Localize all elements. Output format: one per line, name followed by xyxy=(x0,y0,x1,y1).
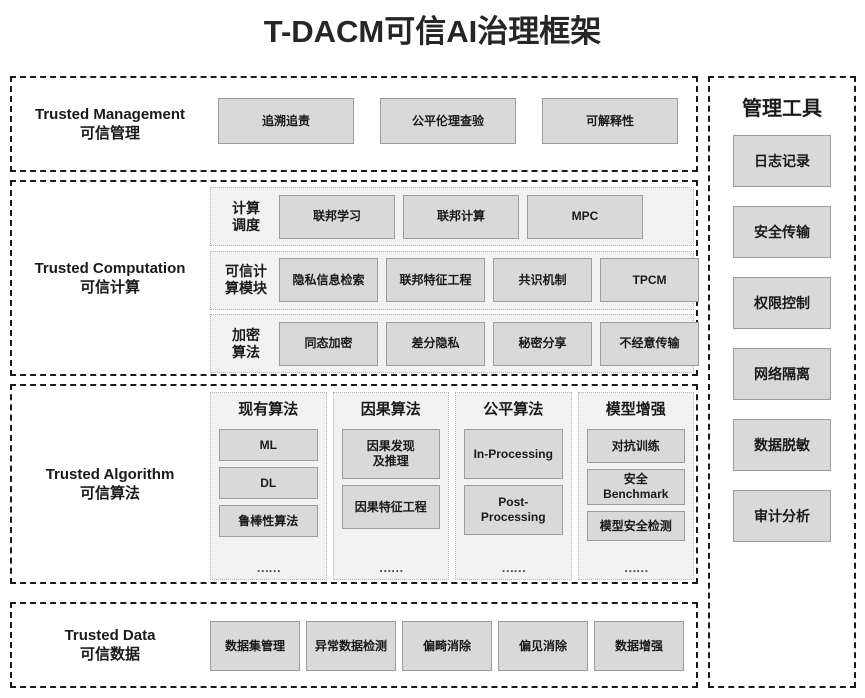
section-label-en: Trusted Algorithm xyxy=(45,465,175,483)
page-title: T-DACM可信AI治理框架 xyxy=(263,14,602,49)
section-label-en: Trusted Management xyxy=(34,105,186,123)
algorithm-column-existing: 现有算法 ML DL 鲁棒性算法 …… xyxy=(210,392,327,580)
algorithm-column-fairness: 公平算法 In-Processing Post-Processing …… xyxy=(455,392,572,580)
section-label-cn: 可信算法 xyxy=(79,484,140,502)
module-chip-group: 隐私信息检索 联邦特征工程 共识机制 TPCM xyxy=(279,258,699,302)
column-items-fairness: In-Processing Post-Processing xyxy=(464,429,563,535)
chip-line-1: Post-Processing xyxy=(480,495,546,524)
section-label-cn: 可信数据 xyxy=(79,645,140,663)
column-more-fairness: …… xyxy=(501,560,526,575)
section-label-en: Trusted Computation xyxy=(34,259,186,277)
chip-bias-removal[interactable]: 偏见消除 xyxy=(498,621,588,671)
section-label-cn: 可信管理 xyxy=(79,124,140,142)
chip-distortion-removal[interactable]: 偏畸消除 xyxy=(402,621,492,671)
computation-row-scheduling: 计算 调度 联邦学习 联邦计算 MPC xyxy=(210,187,694,246)
section-label-computation: Trusted Computation 可信计算 xyxy=(12,182,208,374)
chip-model-security-detection[interactable]: 模型安全检测 xyxy=(586,511,685,541)
column-header-model-enhancement: 模型增强 xyxy=(605,401,666,418)
computation-rows: 计算 调度 联邦学习 联邦计算 MPC 可信计 算模块 隐私信息检索 联邦特征工… xyxy=(210,187,699,373)
section-trusted-algorithm: Trusted Algorithm 可信算法 现有算法 ML DL 鲁棒性算法 … xyxy=(10,384,698,584)
chip-line-1: 因果发现及推理 xyxy=(366,439,415,468)
section-trusted-data: Trusted Data 可信数据 数据集管理 异常数据检测 偏畸消除 偏见消除… xyxy=(10,602,698,688)
scheduling-chip-group: 联邦学习 联邦计算 MPC xyxy=(279,194,643,239)
chip-post-processing[interactable]: Post-Processing xyxy=(464,485,563,535)
chip-dl[interactable]: DL xyxy=(219,467,318,499)
row-label-scheduling: 计算 调度 xyxy=(232,199,260,233)
tool-secure-transmission[interactable]: 安全传输 xyxy=(733,206,831,258)
section-label-management: Trusted Management 可信管理 xyxy=(12,78,208,170)
chip-causal-discovery-inference[interactable]: 因果发现及推理 xyxy=(341,429,440,479)
chip-in-processing[interactable]: In-Processing xyxy=(464,429,563,479)
column-more-existing: …… xyxy=(256,560,281,575)
row-label-trusted-computing-module: 可信计 算模块 xyxy=(225,263,267,296)
computation-row-cryptography: 加密 算法 同态加密 差分隐私 秘密分享 不经意传输 xyxy=(210,314,699,373)
chip-fairness-ethics-review[interactable]: 公平伦理查验 xyxy=(380,98,516,144)
row-label-encryption-algorithm: 加密 算法 xyxy=(232,326,260,360)
chip-federated-computation[interactable]: 联邦计算 xyxy=(403,194,519,239)
chip-anomaly-data-detection[interactable]: 异常数据检测 xyxy=(306,621,396,671)
section-trusted-management: Trusted Management 可信管理 追溯追责 公平伦理查验 可解释性 xyxy=(10,76,698,172)
chip-data-augmentation[interactable]: 数据增强 xyxy=(594,621,684,671)
column-more-model-enhancement: …… xyxy=(623,560,649,575)
computation-row-module: 可信计 算模块 隐私信息检索 联邦特征工程 共识机制 TPCM xyxy=(210,250,699,310)
column-header-causal: 因果算法 xyxy=(360,401,421,418)
chip-mpc[interactable]: MPC xyxy=(527,194,643,239)
section-label-data: Trusted Data 可信数据 xyxy=(12,604,208,686)
chip-dataset-management[interactable]: 数据集管理 xyxy=(210,621,300,671)
tool-audit-analysis[interactable]: 审计分析 xyxy=(733,490,831,542)
chip-consensus-mechanism[interactable]: 共识机制 xyxy=(493,258,592,302)
column-header-existing: 现有算法 xyxy=(238,401,299,418)
tools-panel-header: 管理工具 xyxy=(742,98,822,120)
tool-network-isolation[interactable]: 网络隔离 xyxy=(733,348,831,400)
cryptography-chip-group: 同态加密 差分隐私 秘密分享 不经意传输 xyxy=(279,321,699,366)
chip-robustness-algorithm[interactable]: 鲁棒性算法 xyxy=(219,505,318,537)
chip-traceability-accountability[interactable]: 追溯追责 xyxy=(218,98,354,144)
section-label-cn: 可信计算 xyxy=(79,278,140,296)
chip-secret-sharing[interactable]: 秘密分享 xyxy=(493,321,592,366)
algorithm-column-causal: 因果算法 因果发现及推理 因果特征工程 …… xyxy=(332,392,449,580)
chip-ml[interactable]: ML xyxy=(219,429,318,461)
chip-causal-feature-engineering[interactable]: 因果特征工程 xyxy=(341,485,440,529)
data-chip-group: 数据集管理 异常数据检测 偏畸消除 偏见消除 数据增强 xyxy=(210,621,684,671)
column-items-causal: 因果发现及推理 因果特征工程 xyxy=(341,429,440,529)
tools-list: 日志记录 安全传输 权限控制 网络隔离 数据脱敏 审计分析 xyxy=(710,135,854,542)
chip-federated-learning[interactable]: 联邦学习 xyxy=(279,194,395,239)
chip-homomorphic-encryption[interactable]: 同态加密 xyxy=(279,321,378,366)
chip-differential-privacy[interactable]: 差分隐私 xyxy=(386,321,485,366)
section-trusted-computation: Trusted Computation 可信计算 计算 调度 联邦学习 联邦计算… xyxy=(10,180,699,376)
tool-access-control[interactable]: 权限控制 xyxy=(733,277,831,329)
column-items-existing: ML DL 鲁棒性算法 xyxy=(219,429,318,537)
panel-management-tools: 管理工具 日志记录 安全传输 权限控制 网络隔离 数据脱敏 审计分析 xyxy=(708,76,856,688)
section-label-en: Trusted Data xyxy=(64,626,156,644)
chip-tpcm[interactable]: TPCM xyxy=(600,258,699,302)
tool-data-masking[interactable]: 数据脱敏 xyxy=(733,419,831,471)
chip-private-information-retrieval[interactable]: 隐私信息检索 xyxy=(279,258,378,302)
chip-adversarial-training[interactable]: 对抗训练 xyxy=(586,429,685,463)
column-header-fairness: 公平算法 xyxy=(483,401,544,418)
column-more-causal: …… xyxy=(378,560,404,575)
chip-explainability[interactable]: 可解释性 xyxy=(542,98,678,144)
management-chip-group: 追溯追责 公平伦理查验 可解释性 xyxy=(218,98,678,144)
chip-oblivious-transfer[interactable]: 不经意传输 xyxy=(600,321,699,366)
tool-log-recording[interactable]: 日志记录 xyxy=(733,135,831,187)
section-label-algorithm: Trusted Algorithm 可信算法 xyxy=(12,386,208,582)
algorithm-columns: 现有算法 ML DL 鲁棒性算法 …… 因果算法 因果发现及推理 因果特征工程 … xyxy=(210,392,694,580)
chip-federated-feature-engineering[interactable]: 联邦特征工程 xyxy=(386,258,485,302)
